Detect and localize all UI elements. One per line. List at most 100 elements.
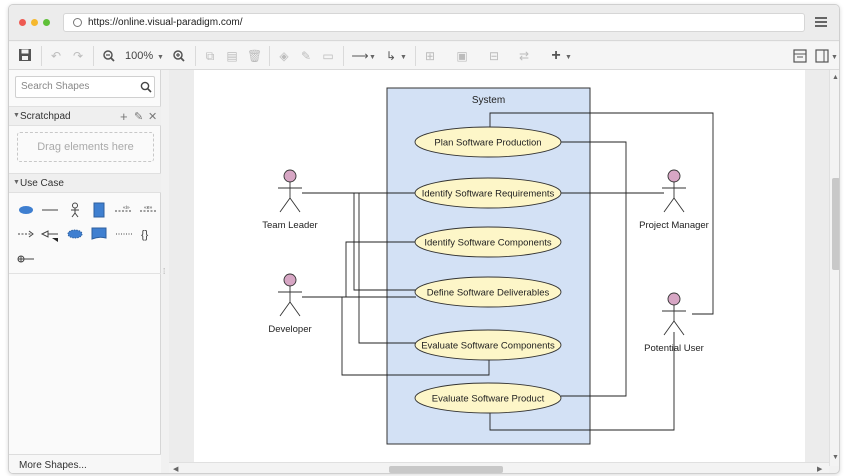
line-color-icon[interactable]: ✎ <box>300 49 312 63</box>
include-shape-icon[interactable]: «i» <box>114 202 134 218</box>
waypoint-dropdown-icon[interactable]: ▼ <box>400 54 407 61</box>
waypoint-style-icon[interactable]: ↳ <box>385 49 397 63</box>
zoom-level[interactable]: 100% <box>125 50 154 62</box>
vertical-scroll-thumb[interactable] <box>832 178 839 270</box>
diagram-page[interactable]: System Plan Software Production <box>194 70 805 466</box>
anchor-shape-icon[interactable] <box>114 226 134 242</box>
scratchpad-title: Scratchpad <box>20 111 71 122</box>
use-case-evaluate-components[interactable]: Evaluate Software Components <box>414 329 562 361</box>
actor-label: Developer <box>268 324 311 335</box>
collapse-triangle-icon: ▼ <box>13 112 20 119</box>
drop-hint: Drag elements here <box>37 141 134 153</box>
app-window: https://online.visual-paradigm.com/ ↶ ↷ … <box>8 4 840 474</box>
use-case-identify-components[interactable]: Identify Software Components <box>414 226 562 258</box>
reload-icon[interactable] <box>73 18 82 27</box>
use-case-evaluate-product[interactable]: Evaluate Software Product <box>414 382 562 414</box>
insert-icon[interactable]: + <box>551 47 561 64</box>
edit-icon[interactable]: ✎ <box>134 111 144 123</box>
panel-dropdown-icon[interactable]: ▼ <box>831 54 838 61</box>
dependency-shape-icon[interactable] <box>16 226 36 242</box>
distribute-icon[interactable]: ⊟ <box>488 49 500 63</box>
close-dot[interactable] <box>19 19 26 26</box>
extend-shape-icon[interactable]: «e» <box>138 202 158 218</box>
actor-label: Team Leader <box>262 220 317 231</box>
usecase-shape-icon[interactable] <box>16 202 36 218</box>
assoc-user-eval-product <box>489 332 675 431</box>
shapes-sidebar: Search Shapes ▼ Scratchpad + ✎ ✕ Drag el… <box>9 70 161 473</box>
assoc-manager-eval-product <box>561 192 634 397</box>
minimize-dot[interactable] <box>31 19 38 26</box>
actor-label: Potential User <box>644 343 704 354</box>
close-icon[interactable]: ✕ <box>148 111 158 123</box>
hamburger-menu-icon[interactable] <box>815 17 827 27</box>
actor-shape-icon[interactable] <box>65 202 85 218</box>
association-lines <box>302 112 714 431</box>
panel-toggle-icon[interactable] <box>815 49 829 63</box>
address-bar[interactable]: https://online.visual-paradigm.com/ <box>63 13 805 32</box>
scroll-up-icon[interactable]: ▲ <box>832 74 839 81</box>
containment-shape-icon[interactable] <box>16 251 36 267</box>
assoc-teamleader-eval-comp <box>302 192 416 344</box>
scratchpad-drop-area[interactable]: Drag elements here <box>17 132 154 162</box>
actor-project-manager[interactable] <box>662 169 686 213</box>
connector-dropdown-icon[interactable]: ▼ <box>369 54 376 61</box>
browser-titlebar: https://online.visual-paradigm.com/ <box>9 5 839 41</box>
scroll-left-icon[interactable]: ◀ <box>173 466 179 473</box>
use-case-plan[interactable]: Plan Software Production <box>414 126 562 158</box>
paste-icon[interactable]: ▤ <box>226 49 238 63</box>
use-case-title: Use Case <box>20 178 64 189</box>
collaboration-shape-icon[interactable] <box>65 226 85 242</box>
undo-icon[interactable]: ↶ <box>50 49 62 63</box>
add-icon[interactable]: + <box>120 109 128 124</box>
scroll-right-icon[interactable]: ▶ <box>817 466 823 473</box>
more-shapes-button[interactable]: More Shapes... <box>9 454 161 473</box>
search-shapes-input[interactable]: Search Shapes <box>15 76 155 98</box>
layout-icon[interactable]: ⇄ <box>518 49 530 63</box>
actor-potential-user[interactable] <box>662 292 686 336</box>
actor-developer[interactable] <box>278 273 302 317</box>
align-icon[interactable]: ⊞ <box>424 49 436 63</box>
use-case-diagram: System Plan Software Production <box>262 87 714 445</box>
insert-dropdown-icon[interactable]: ▼ <box>565 54 572 61</box>
horizontal-scroll-thumb[interactable] <box>389 466 503 473</box>
svg-text:«e»: «e» <box>144 205 153 211</box>
connector-style-icon[interactable]: ⟶ <box>351 49 369 63</box>
format-panel-icon[interactable] <box>793 49 807 63</box>
more-shapes-label: More Shapes... <box>19 460 87 471</box>
search-placeholder: Search Shapes <box>21 81 90 92</box>
scratchpad-header[interactable]: ▼ Scratchpad + ✎ ✕ <box>9 106 161 126</box>
svg-text:{}: {} <box>141 229 149 241</box>
sidebar-resize-handle[interactable]: ⁞ <box>163 267 166 276</box>
scroll-down-icon[interactable]: ▼ <box>832 454 839 461</box>
association-shape-icon[interactable] <box>40 202 60 218</box>
maximize-dot[interactable] <box>43 19 50 26</box>
redo-icon[interactable]: ↷ <box>72 49 84 63</box>
use-case-label: Identify Software Components <box>424 238 552 249</box>
zoom-in-icon[interactable] <box>173 50 185 62</box>
fill-color-icon[interactable]: ◈ <box>279 49 289 63</box>
use-case-identify-requirements[interactable]: Identify Software Requirements <box>414 177 562 209</box>
comment-shape-icon[interactable] <box>89 226 109 242</box>
copy-icon[interactable]: ⧉ <box>205 49 215 63</box>
note-shape-icon[interactable] <box>89 202 109 218</box>
use-case-header[interactable]: ▼ Use Case <box>9 173 161 193</box>
use-case-label: Evaluate Software Components <box>421 341 555 352</box>
delete-icon[interactable]: 🗑 <box>247 49 263 63</box>
use-case-label: Evaluate Software Product <box>432 394 545 405</box>
actor-team-leader[interactable] <box>278 169 302 213</box>
horizontal-scrollbar[interactable]: ◀ ▶ <box>169 462 829 473</box>
save-icon[interactable] <box>18 48 32 62</box>
assoc-developer-eval-comp <box>302 296 490 376</box>
arrange-icon[interactable]: ▣ <box>456 49 468 63</box>
actor-label: Project Manager <box>639 220 709 231</box>
use-case-label: Define Software Deliverables <box>427 288 550 299</box>
svg-text:«i»: «i» <box>123 205 130 211</box>
zoom-dropdown-icon[interactable]: ▼ <box>157 54 164 61</box>
constraint-shape-icon[interactable]: {} <box>138 226 158 242</box>
use-case-define-deliverables[interactable]: Define Software Deliverables <box>414 276 562 308</box>
generalization-shape-icon[interactable] <box>40 226 60 242</box>
shadow-icon[interactable]: ▭ <box>322 49 334 63</box>
zoom-out-icon[interactable] <box>103 50 115 62</box>
vertical-scrollbar[interactable]: ▲ ▼ <box>829 70 839 466</box>
search-icon[interactable] <box>140 81 152 93</box>
